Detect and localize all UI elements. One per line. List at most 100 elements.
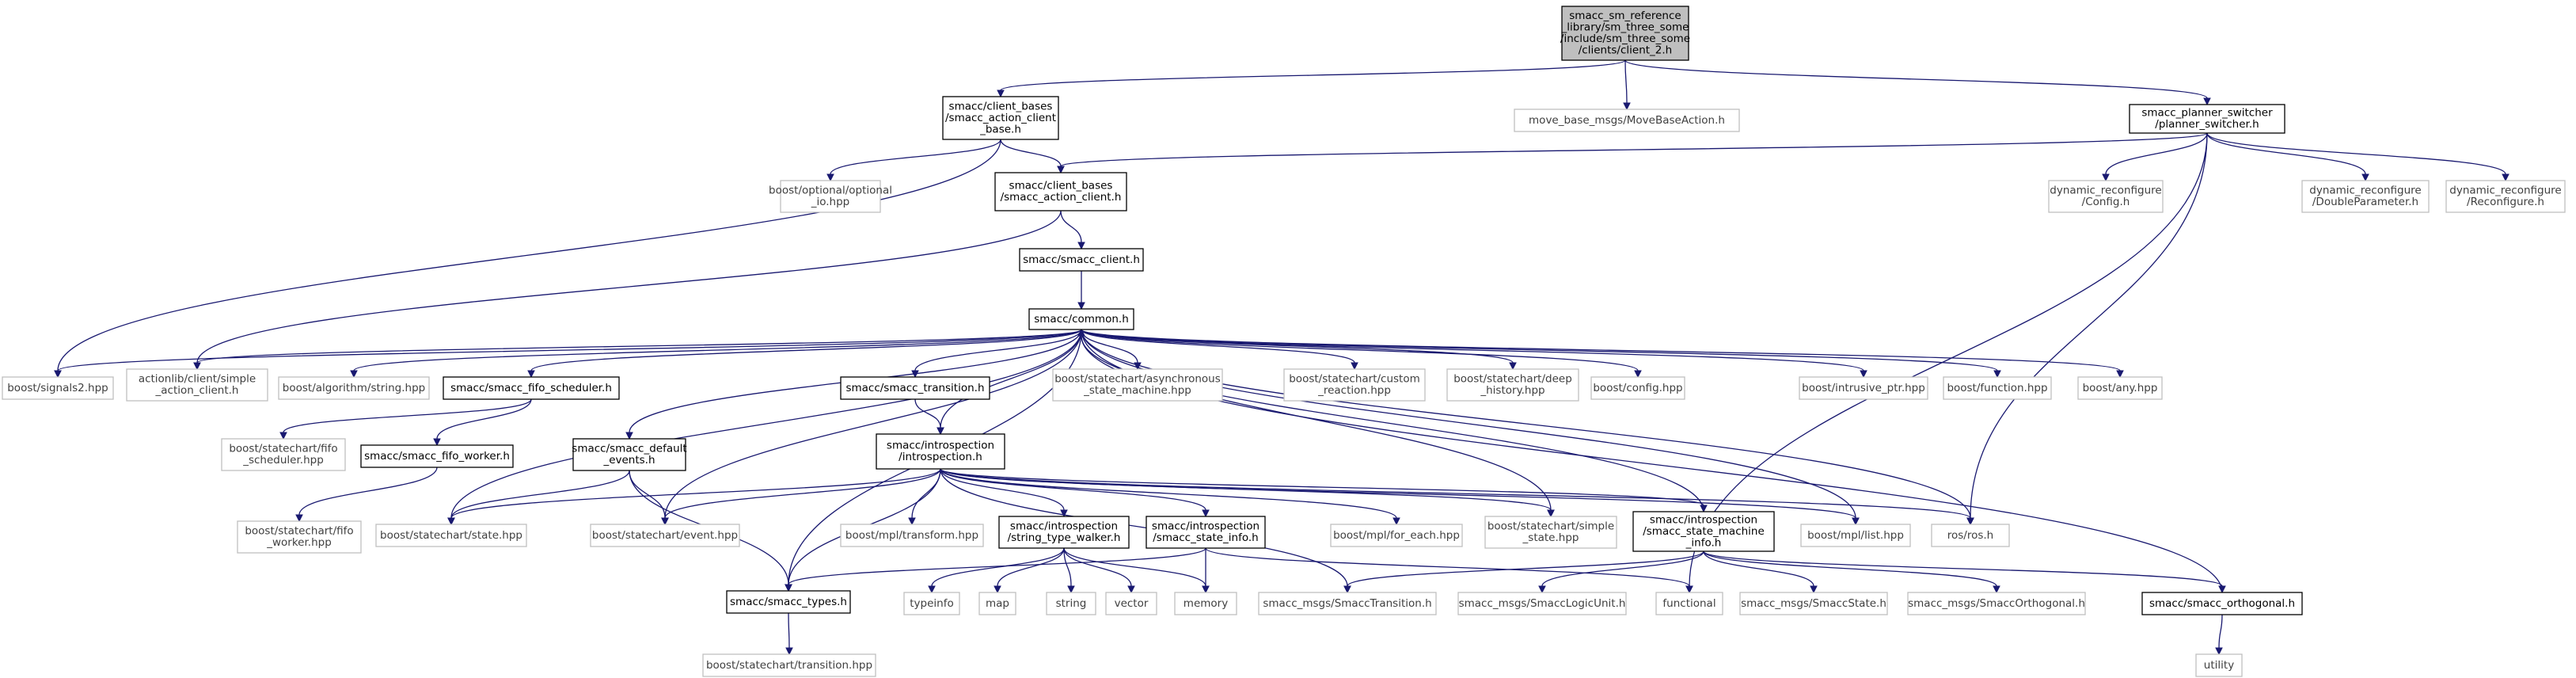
edge-introspection-to-state_hpp <box>447 468 941 526</box>
node-label-line: memory <box>1184 597 1228 610</box>
node-box <box>278 376 430 400</box>
edge-ssi-to-functional <box>1205 547 1693 594</box>
node-label-line: boost/statechart/deep <box>1453 373 1572 386</box>
nodes-layer: smacc_sm_reference_library/sm_three_some… <box>2 6 2566 677</box>
edge-ssmi-to-msg_logic <box>1538 550 1704 594</box>
edges-layer <box>54 59 2510 656</box>
node-label-line: smacc/client_bases <box>1009 180 1113 192</box>
edge-ac_base-to-optional_io <box>826 139 1001 182</box>
node-label-line: smacc/common.h <box>1034 313 1129 326</box>
node-ssmi[interactable]: smacc/introspection/smacc_state_machine_… <box>1632 511 1775 552</box>
node-box <box>942 96 1059 140</box>
node-ac[interactable]: smacc/client_bases/smacc_action_client.h <box>994 172 1127 211</box>
edge-introspection-to-mpl_list <box>940 468 1860 526</box>
node-box <box>2077 376 2163 400</box>
node-simple-state: boost/statechart/simple_state.hpp <box>1484 516 1617 549</box>
edge-client-to-common <box>1077 270 1085 310</box>
node-box <box>221 438 346 471</box>
node-label-line: /introspection.h <box>899 451 982 463</box>
node-box <box>2048 180 2164 213</box>
node-box <box>840 524 984 547</box>
node-box <box>443 376 620 400</box>
edge-introspection-to-mpl_foreach <box>940 468 1400 526</box>
node-common[interactable]: smacc/common.h <box>1028 308 1134 330</box>
edge-common-to-signals2 <box>54 329 1082 379</box>
node-box <box>590 524 740 547</box>
node-vector: vector <box>1105 592 1157 615</box>
node-root[interactable]: smacc_sm_reference_library/sm_three_some… <box>1560 6 1690 61</box>
node-label-line: boost/mpl/transform.hpp <box>845 529 978 542</box>
node-box <box>360 444 514 468</box>
edge-default_events-to-event_hpp <box>629 470 669 526</box>
node-stw[interactable]: smacc/introspection/string_type_walker.h <box>998 516 1130 549</box>
node-label-line: smacc/smacc_default <box>572 443 686 455</box>
node-label-line: ros/ros.h <box>1947 529 1994 542</box>
node-label-line: vector <box>1115 597 1149 610</box>
node-box <box>726 590 851 614</box>
node-box <box>2195 653 2243 677</box>
node-label-line: smacc/smacc_orthogonal.h <box>2149 597 2295 610</box>
node-label-line: _base.h <box>979 123 1021 135</box>
node-orthogonal[interactable]: smacc/smacc_orthogonal.h <box>2141 592 2303 615</box>
node-types[interactable]: smacc/smacc_types.h <box>726 590 851 614</box>
edge-introspection-to-ros <box>940 468 1974 526</box>
node-label-line: /Config.h <box>2082 196 2130 208</box>
node-label-line: boost/statechart/simple <box>1487 520 1614 533</box>
node-label-line: boost/mpl/for_each.hpp <box>1333 529 1460 542</box>
edge-common-to-algo_string <box>350 329 1082 379</box>
node-label-line: smacc_msgs/SmaccOrthogonal.h <box>1908 597 2085 610</box>
node-label-line: boost/mpl/list.hpp <box>1807 529 1904 542</box>
edge-common-to-config_hpp <box>1081 329 1642 379</box>
node-label-line: boost/statechart/fifo <box>229 443 337 455</box>
node-label-line: smacc/smacc_client.h <box>1023 253 1140 266</box>
edge-default_events-to-state_hpp <box>447 470 630 526</box>
node-default-events[interactable]: smacc/smacc_default_events.h <box>572 438 687 471</box>
node-box <box>2445 180 2566 213</box>
node-ssi[interactable]: smacc/introspection/smacc_state_info.h <box>1146 516 1266 549</box>
node-box <box>1283 368 1426 402</box>
node-fifo-worker[interactable]: smacc/smacc_fifo_worker.h <box>360 444 514 468</box>
node-box <box>1330 524 1463 547</box>
edge-fifo_sched-to-fifo_worker <box>433 398 532 447</box>
edge-transition-to-introspection <box>914 398 944 436</box>
node-custom-react: boost/statechart/custom_reaction.hpp <box>1283 368 1426 402</box>
node-box <box>1046 592 1096 615</box>
node-label-line: smacc/introspection <box>887 440 994 452</box>
node-box <box>1514 109 1740 132</box>
node-box <box>1800 524 1911 547</box>
edge-planner-to-dyn_config <box>2102 132 2208 182</box>
node-label-line: _reaction.hpp <box>1317 384 1391 397</box>
node-client[interactable]: smacc/smacc_client.h <box>1019 248 1144 272</box>
node-label-line: smacc_sm_reference <box>1569 10 1681 22</box>
node-label-line: /smacc_action_client.h <box>1001 191 1122 204</box>
node-ac-base[interactable]: smacc/client_bases/smacc_action_client_b… <box>942 96 1059 140</box>
node-label-line: boost/any.hpp <box>2083 382 2158 394</box>
node-label-line: dynamic_reconfigure <box>2449 185 2561 197</box>
node-label-line: boost/statechart/custom <box>1289 373 1420 386</box>
node-planner[interactable]: smacc_planner_switcher/planner_switcher.… <box>2129 104 2285 134</box>
node-introspection[interactable]: smacc/introspection/introspection.h <box>876 433 1005 470</box>
node-label-line: smacc/smacc_fifo_scheduler.h <box>450 382 612 394</box>
node-transition[interactable]: smacc/smacc_transition.h <box>840 376 990 400</box>
edge-introspection-to-event_hpp <box>661 468 941 526</box>
node-box <box>126 368 268 402</box>
node-string: string <box>1046 592 1096 615</box>
node-label-line: boost/statechart/transition.hpp <box>706 659 872 672</box>
node-fifo-sched[interactable]: smacc/smacc_fifo_scheduler.h <box>443 376 620 400</box>
node-box <box>2141 592 2303 615</box>
edge-ssmi-to-msg_trans <box>1343 550 1704 594</box>
node-box <box>1174 592 1237 615</box>
node-mpl-transform: boost/mpl/transform.hpp <box>840 524 984 547</box>
node-box <box>1146 516 1266 549</box>
node-label-line: typeinfo <box>910 597 953 610</box>
edge-ssmi-to-msg_state <box>1703 550 1818 594</box>
node-label-line: _events.h <box>602 454 655 467</box>
node-label-line: smacc/client_bases <box>949 100 1053 112</box>
node-box <box>1632 511 1775 552</box>
node-actionlib: actionlib/client/simple_action_client.h <box>126 368 268 402</box>
edge-ssi-to-memory <box>1202 548 1210 594</box>
edge-common-to-intrusive <box>1081 329 1867 379</box>
node-box <box>1028 308 1134 330</box>
edge-ac-to-client <box>1060 210 1085 250</box>
edge-orthogonal-to-utility <box>2215 614 2223 656</box>
